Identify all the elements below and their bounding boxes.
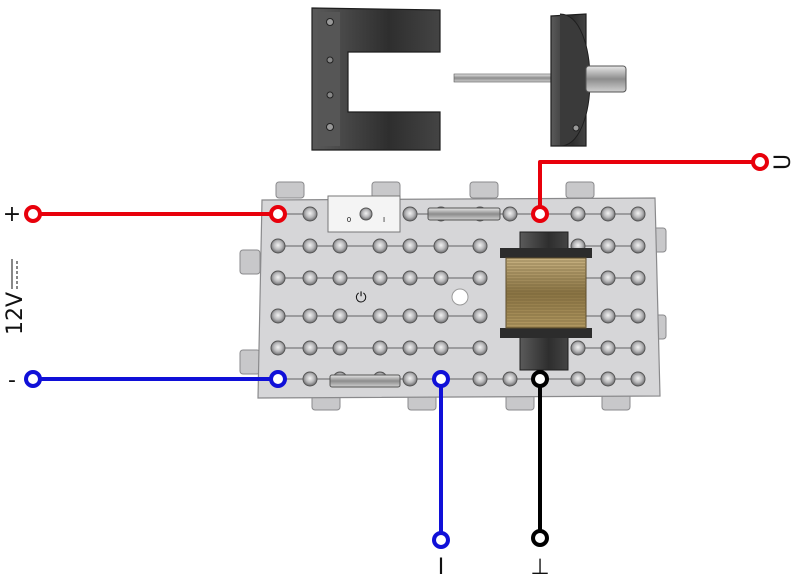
peg xyxy=(570,371,586,387)
plus-label: + xyxy=(3,202,21,227)
positive-terminal[interactable] xyxy=(24,205,42,223)
ground-terminal[interactable] xyxy=(531,529,549,547)
peg xyxy=(630,270,646,286)
peg xyxy=(630,371,646,387)
peg xyxy=(433,238,449,254)
peg xyxy=(302,206,318,222)
board-symbol: ⏻ xyxy=(355,290,366,306)
peg xyxy=(372,308,388,324)
peg xyxy=(570,206,586,222)
peg xyxy=(402,206,418,222)
switch[interactable]: 0 I xyxy=(327,195,401,233)
peg xyxy=(600,238,616,254)
peg xyxy=(270,270,286,286)
peg xyxy=(472,340,488,356)
peg xyxy=(270,238,286,254)
output-terminal[interactable] xyxy=(751,153,769,171)
peg xyxy=(302,371,318,387)
peg xyxy=(372,270,388,286)
bridge-plug-bottom xyxy=(329,374,401,388)
peg xyxy=(302,270,318,286)
current-terminal[interactable] xyxy=(432,531,450,549)
peg xyxy=(332,238,348,254)
peg xyxy=(332,270,348,286)
peg xyxy=(372,340,388,356)
peg xyxy=(402,308,418,324)
board-output-terminal[interactable] xyxy=(531,205,549,223)
peg xyxy=(433,340,449,356)
peg xyxy=(402,270,418,286)
peg xyxy=(472,371,488,387)
peg xyxy=(302,238,318,254)
peg xyxy=(600,308,616,324)
peg xyxy=(630,308,646,324)
peg xyxy=(402,340,418,356)
minus-label: - xyxy=(8,368,16,393)
peg xyxy=(372,238,388,254)
negative-terminal[interactable] xyxy=(24,370,42,388)
peg xyxy=(472,270,488,286)
board-current-terminal[interactable] xyxy=(432,370,450,388)
board-negative-terminal[interactable] xyxy=(269,370,287,388)
peg xyxy=(502,206,518,222)
peg xyxy=(472,238,488,254)
current-label: I xyxy=(438,555,445,577)
peg xyxy=(630,206,646,222)
ground-label: ⊥ xyxy=(530,555,549,577)
peg xyxy=(630,340,646,356)
coil xyxy=(500,231,592,371)
peg xyxy=(402,238,418,254)
u-core xyxy=(311,7,441,151)
peg xyxy=(600,270,616,286)
peg xyxy=(270,308,286,324)
output-label: U xyxy=(771,154,796,170)
switch-off-label: 0 xyxy=(347,216,351,224)
board-positive-terminal[interactable] xyxy=(269,205,287,223)
output-wire xyxy=(538,160,762,216)
board-ground-terminal[interactable] xyxy=(531,370,549,388)
peg xyxy=(502,371,518,387)
peg xyxy=(600,206,616,222)
peg xyxy=(433,270,449,286)
peg xyxy=(630,238,646,254)
peg xyxy=(402,371,418,387)
peg xyxy=(270,340,286,356)
peg xyxy=(472,308,488,324)
peg xyxy=(302,308,318,324)
bridge-plug-top xyxy=(427,207,501,221)
yoke-with-rod xyxy=(453,13,627,147)
peg xyxy=(332,340,348,356)
switch-on-label: I xyxy=(383,216,385,224)
peg xyxy=(600,371,616,387)
peg xyxy=(433,308,449,324)
peg xyxy=(600,340,616,356)
peg xyxy=(570,340,586,356)
voltage-label-group: 12V xyxy=(3,259,28,335)
output-label-group: U xyxy=(771,154,796,170)
peg xyxy=(302,340,318,356)
voltage-label: 12V xyxy=(3,292,28,335)
peg xyxy=(332,308,348,324)
